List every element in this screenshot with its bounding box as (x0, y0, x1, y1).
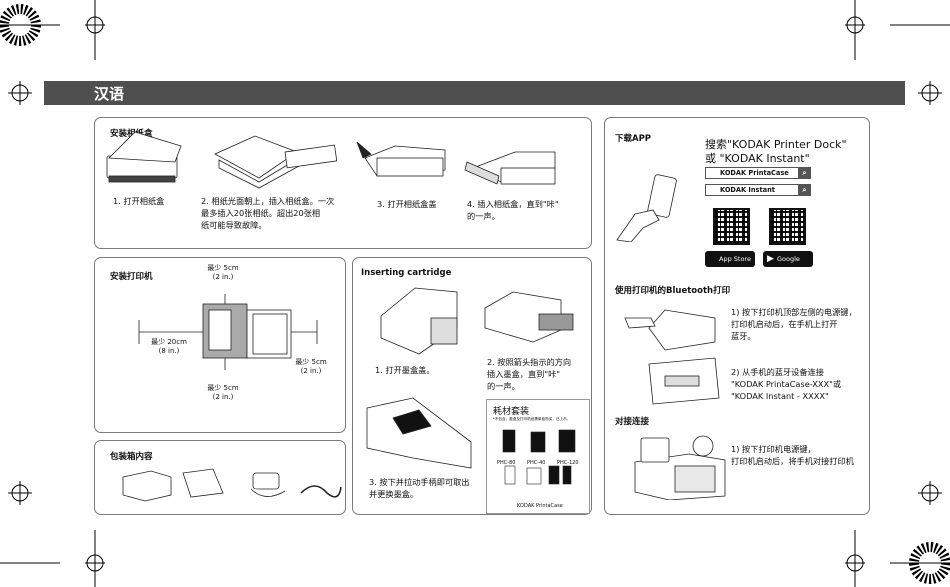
install-paper-panel: 安装相纸盒 1. 打开相纸盒 2. 相纸光面朝上，插入相纸盒。一次 最多插入20… (94, 117, 592, 249)
kit-item-1: PHC-80 (497, 460, 516, 466)
qr-code-android[interactable] (769, 208, 806, 245)
download-search-hint: 搜索"KODAK Printer Dock" 或 "KODAK Instant" (705, 138, 847, 165)
cartridge-illustrations (366, 287, 574, 469)
language-title: 汉语 (94, 85, 125, 103)
consumables-kit-box: 耗材套装 *不包含，墨盒及打印机纸需单独购买，已上市。 PHC-80 PHC-4… (486, 399, 590, 514)
play-icon: ▶ (767, 254, 774, 264)
cartridge-step-1: 1. 打开墨盒盖。 (375, 365, 435, 375)
bluetooth-step-1: 1) 按下打印机顶部左侧的电源键， 打印机启动后，在手机上打开 蓝牙。 (731, 307, 857, 341)
download-title: 下载APP (615, 134, 652, 144)
clearance-right: 最少 5cm (2 in.) (295, 358, 327, 375)
kit-cartridge-images (502, 429, 576, 485)
search-box-instant[interactable]: KODAK Instant ⌕ (705, 184, 811, 196)
kit-case-label: KODAK PrintaCase (517, 503, 563, 509)
bluetooth-title: 使用打印机的Bluetooth打印 (615, 286, 731, 296)
app-store-badge[interactable]: App Store (705, 251, 755, 267)
kit-title: 耗材套装 (493, 407, 530, 417)
hand-phone-illustration (616, 174, 677, 242)
paper-step-3: 3. 打开相纸盒盖 (377, 199, 437, 209)
install-printer-panel: 安装打印机 最少 5cm (2 in.) 最少 20cm (8 in.) 最少 … (94, 257, 346, 433)
install-paper-title: 安装相纸盒 (110, 129, 153, 139)
package-panel: 包装箱内容 (94, 440, 346, 515)
language-header-bar: 汉语 (44, 81, 905, 105)
paper-step-2: 2. 相纸光面朝上，插入相纸盒。一次 最多插入20张相纸。超出20张相 纸可能导… (201, 196, 335, 230)
dock-title: 对接连接 (615, 417, 650, 427)
kit-item-3: PHC-120 (557, 460, 579, 466)
paper-step-1: 1. 打开相纸盒 (113, 196, 165, 206)
paper-step-4: 4. 插入相纸盒，直到"咔" 的一声。 (467, 199, 559, 221)
package-title: 包装箱内容 (110, 452, 153, 462)
cartridge-step-2: 2. 按照箭头指示的方向 插入墨盒，直到"咔" 的一声。 (487, 357, 572, 391)
qr-code-ios[interactable] (713, 208, 750, 245)
dock-step-1: 1) 按下打印机电源键， 打印机启动后，将手机对接打印机 (731, 444, 854, 466)
clearance-top: 最少 5cm (2 in.) (207, 264, 239, 281)
bluetooth-illustrations (624, 309, 720, 405)
search-icon[interactable]: ⌕ (798, 167, 811, 179)
clearance-left: 最少 20cm (8 in.) (151, 338, 187, 355)
cartridge-step-3: 3. 按下并拉动手柄即可取出 并更换墨盒。 (369, 477, 470, 499)
clearance-bottom: 最少 5cm (2 in.) (207, 384, 239, 401)
download-panel: 下载APP 搜索"KODAK Printer Dock" 或 "KODAK In… (604, 117, 870, 515)
search-icon[interactable]: ⌕ (798, 184, 811, 196)
install-printer-title: 安装打印机 (110, 272, 153, 282)
kit-item-2: PHC-40 (527, 460, 546, 466)
printer-clearance-diagram (138, 294, 318, 370)
cartridge-panel: Inserting cartridge 1. 打开墨盒盖。 2. 按照箭头指示的… (352, 257, 592, 515)
package-contents-illustration (122, 468, 342, 502)
search-box-printacase[interactable]: KODAK PrintaCase ⌕ (705, 167, 811, 179)
dock-illustration (634, 435, 726, 500)
google-play-badge[interactable]: ▶Google play (763, 251, 813, 279)
paper-step-illustrations (106, 131, 556, 189)
cartridge-title: Inserting cartridge (361, 268, 452, 278)
bluetooth-step-2: 2) 从手机的蓝牙设备连接 "KODAK PrintaCase-XXX"或 "K… (731, 367, 842, 401)
kit-note: *不包含，墨盒及打印机纸需单独购买，已上市。 (493, 417, 571, 421)
